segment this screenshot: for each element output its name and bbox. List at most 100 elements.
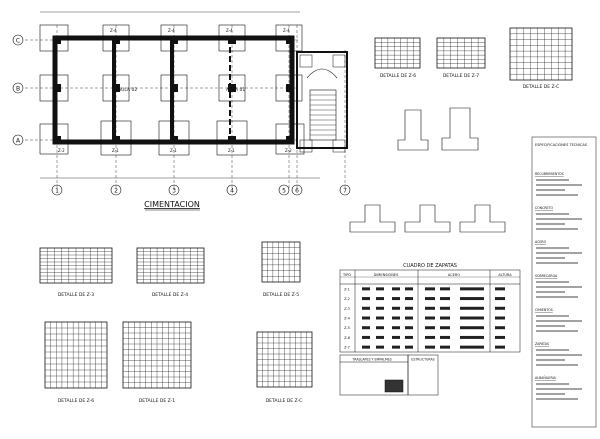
axis-label-3: 3 [172, 188, 176, 195]
table-group-header: DIMENSIONES [374, 273, 399, 277]
table-cell-fill [425, 316, 435, 320]
table-cell-fill [405, 306, 413, 310]
notes-section-heading: ACERO [535, 240, 547, 244]
axis-label-6: 6 [295, 188, 299, 195]
footing-label: Z-4 [226, 28, 233, 33]
table-cell-fill [362, 316, 370, 320]
table-rows: Z-1Z-2Z-3Z-4Z-5Z-6Z-7 [344, 287, 505, 350]
notes-section-heading: CONCRETO [535, 206, 554, 210]
table-cell-fill [440, 345, 450, 349]
detail-title: DETALLE DE Z-3 [58, 292, 94, 298]
notes-section-heading: RECUBRIMIENTOS [535, 172, 564, 176]
table-cell-fill [460, 335, 484, 339]
axis-label-7: 7 [343, 188, 347, 195]
table-cell-fill [425, 335, 435, 339]
table-cell-fill [376, 335, 384, 339]
table-cell-fill [362, 287, 370, 291]
title-block-stamp: ESTRUCTURAS [411, 358, 434, 362]
detail-title: DETALLE DE Z-C [523, 84, 560, 90]
notes-section-heading: ZAPATAS [535, 342, 549, 346]
table-cell-fill [405, 326, 413, 330]
table-cell-fill [425, 306, 435, 310]
table-cell-fill [425, 345, 435, 349]
table-cell-fill [376, 306, 384, 310]
axis-label-a: A [16, 138, 21, 145]
plan-title: CIMENTACION [144, 200, 200, 209]
table-cell-fill [405, 287, 413, 291]
table-row-type: Z-1 [344, 287, 350, 291]
table-cell-fill [460, 306, 484, 310]
table-cell-fill [362, 335, 370, 339]
table-cell-fill [425, 297, 435, 301]
table-cell-fill [392, 326, 400, 330]
table-cell-fill [460, 326, 484, 330]
table-group-header: ACERO [448, 273, 460, 277]
table-cell-fill [362, 297, 370, 301]
table-title: CUADRO DE ZAPATAS [403, 263, 457, 269]
table-cell-fill [405, 297, 413, 301]
axis-label-1: 1 [55, 188, 59, 195]
table-cell-fill [392, 287, 400, 291]
detail-title: DETALLE DE Z-7 [443, 73, 479, 79]
axis-label-c: C [16, 38, 20, 45]
table-cell-fill [440, 297, 450, 301]
table-cell-fill [495, 297, 505, 301]
notes-lines: RECUBRIMIENTOS CONCRETO ACERO SOBRECARGA CIM… [535, 172, 582, 400]
table-cell-fill [392, 297, 400, 301]
footing-label: Z-2 [58, 148, 65, 153]
table-row-type: Z-4 [344, 317, 351, 321]
notes-panel [531, 136, 597, 428]
footing-label: Z-1 [228, 148, 235, 153]
notes-section-heading: CIMIENTOS [535, 308, 553, 312]
foundation-plan [25, 11, 348, 190]
detail-title: DETALLE DE Z-6 [58, 398, 94, 404]
wall-sections [397, 107, 479, 151]
notes-heading: ESPECIFICACIONES TECNICAS [535, 143, 588, 147]
title-block-label: TRASLAPES Y EMPALMES [351, 358, 391, 362]
table-cell-fill [376, 345, 384, 349]
footing-label: Z-4 [283, 28, 290, 33]
table-cell-fill [440, 326, 450, 330]
table-cell-fill [405, 316, 413, 320]
table-cell-fill [460, 297, 484, 301]
table-cell-fill [440, 316, 450, 320]
footing-label: Z-4 [168, 28, 175, 33]
table-cell-fill [392, 335, 400, 339]
notes-section-heading: ALBAÑILERIA [535, 375, 557, 380]
table-cell-fill [376, 326, 384, 330]
table-cell-fill [495, 326, 505, 330]
table-row-type: Z-5 [344, 326, 350, 330]
table-cell-fill [440, 306, 450, 310]
table-cell-fill [392, 345, 400, 349]
table-cell-fill [425, 287, 435, 291]
table-cell-fill [376, 287, 384, 291]
title-block [339, 354, 439, 396]
table-cell-fill [495, 287, 505, 291]
detail-title: DETALLE DE Z-C [266, 398, 303, 404]
table-cell-fill [362, 345, 370, 349]
footing-table [339, 269, 521, 353]
detail-title: DETALLE DE Z-4 [152, 292, 188, 298]
table-cell-fill [460, 345, 484, 349]
footing-label: Z-1 [112, 148, 119, 153]
table-cell-fill [392, 306, 400, 310]
table-cell-fill [495, 345, 505, 349]
table-cell-fill [376, 316, 384, 320]
table-first-col: TIPO [342, 273, 351, 277]
table-cell-fill [440, 287, 450, 291]
footing-label: Z-1 [170, 148, 177, 153]
table-cell-fill [405, 335, 413, 339]
room-label-aula-02: AULA 02 [118, 87, 137, 93]
table-cell-fill [405, 345, 413, 349]
notes-section-heading: SOBRECARGA [535, 274, 558, 278]
detail-title: DETALLE DE Z-5 [263, 292, 299, 298]
table-cell-fill [362, 306, 370, 310]
table-row-type: Z-7 [344, 346, 350, 350]
axis-label-2: 2 [114, 188, 118, 195]
footing-sections [349, 204, 506, 233]
footing-label: Z-2 [285, 148, 292, 153]
table-cell-fill [392, 316, 400, 320]
table-row-type: Z-3 [344, 307, 350, 311]
top-detail-pads [374, 27, 573, 81]
